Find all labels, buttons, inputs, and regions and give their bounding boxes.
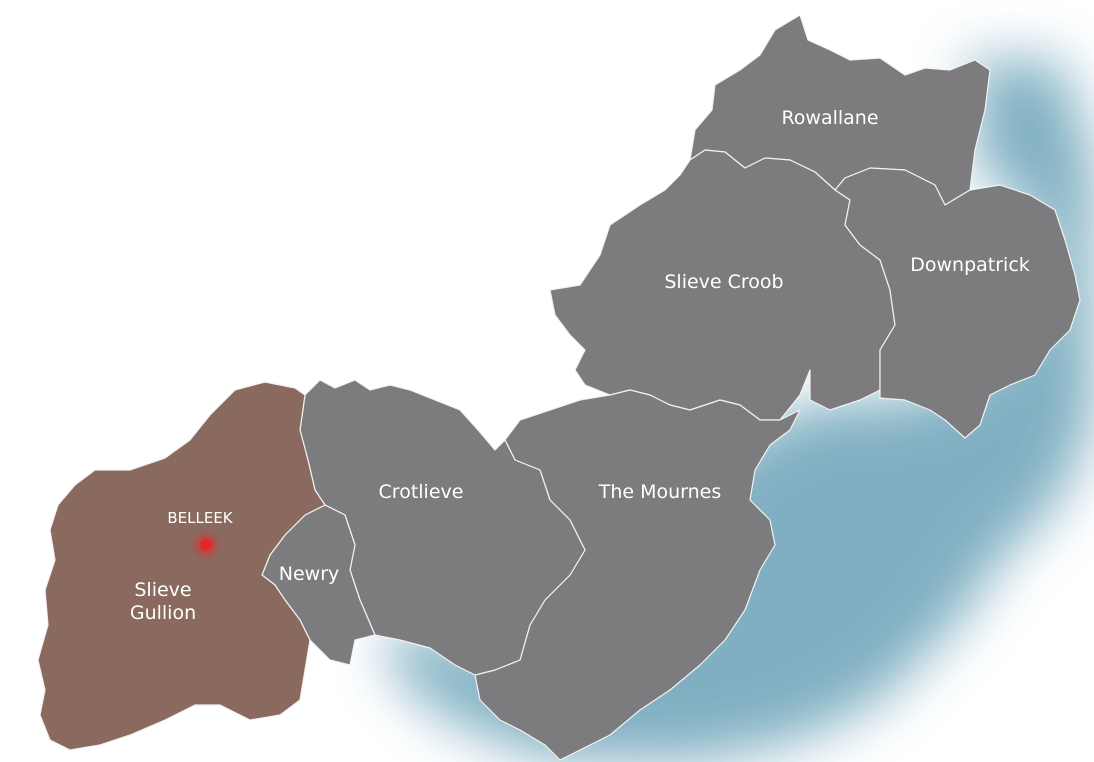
sea-water [380,60,1094,762]
location-dot-icon[interactable] [200,539,212,551]
sea-shape [380,60,1094,762]
town-marker[interactable] [190,529,222,561]
region-slieve-gullion[interactable] [37,381,326,751]
region-downpatrick[interactable] [834,167,1081,439]
